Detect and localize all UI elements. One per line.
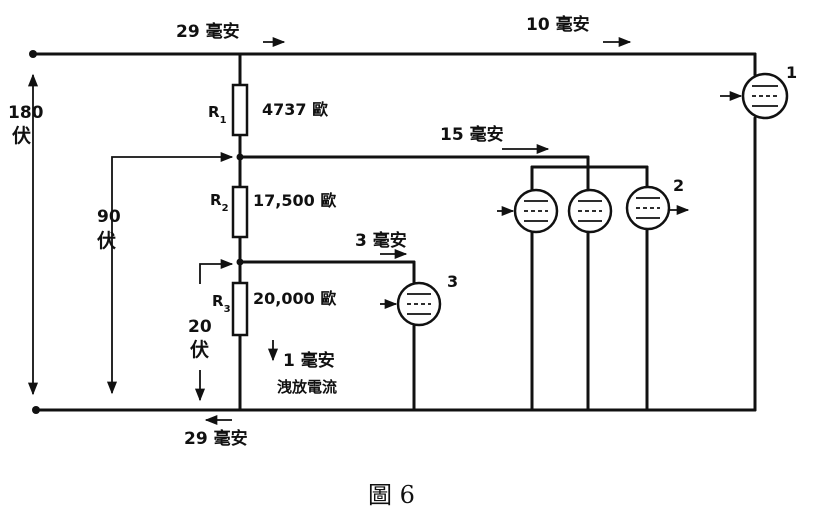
label-bottom-total-current: 29 毫安	[184, 428, 248, 449]
label-r1-value: 4737 歐	[262, 100, 328, 119]
tube-2b	[567, 188, 613, 234]
label-v20-number: 20	[188, 317, 212, 337]
label-r3-value: 20,000 歐	[253, 289, 336, 308]
label-tube-1: 1	[786, 63, 797, 82]
tube-1	[720, 72, 789, 120]
figure-caption: 圖 6	[368, 481, 415, 509]
label-v180-unit: 伏	[12, 124, 31, 147]
label-r2-value: 17,500 歐	[253, 191, 336, 210]
tap-20v-node	[236, 258, 244, 266]
tap-90v-node	[236, 153, 244, 161]
label-r1-name: R1	[208, 103, 227, 126]
tube-2c	[625, 185, 690, 231]
label-r2-name: R2	[210, 191, 229, 214]
v90-arrow	[106, 151, 234, 395]
v20-arrow-top	[199, 258, 234, 284]
resistor-r2	[231, 185, 249, 239]
resistor-r1	[231, 83, 249, 137]
label-bleeder-current: 1 毫安	[283, 350, 335, 371]
label-tube3-current: 3 毫安	[355, 230, 407, 251]
top-left-terminal	[29, 50, 37, 58]
label-v90-unit: 伏	[97, 229, 116, 252]
label-r3-name: R3	[212, 292, 231, 315]
label-v20-unit: 伏	[190, 338, 209, 361]
label-tube-2: 2	[673, 176, 684, 195]
label-bleeder-note: 洩放電流	[277, 378, 337, 396]
label-v90-number: 90	[97, 207, 121, 227]
resistor-r3	[231, 281, 249, 337]
label-tubes2-current: 15 毫安	[440, 124, 504, 145]
tube-2a	[497, 188, 559, 234]
label-tube-3: 3	[447, 272, 458, 291]
label-tube1-current: 10 毫安	[526, 14, 590, 35]
label-v180-number: 180	[8, 103, 44, 123]
tube-3	[380, 281, 442, 327]
label-top-total-current: 29 毫安	[176, 21, 240, 42]
bottom-left-terminal	[32, 406, 40, 414]
